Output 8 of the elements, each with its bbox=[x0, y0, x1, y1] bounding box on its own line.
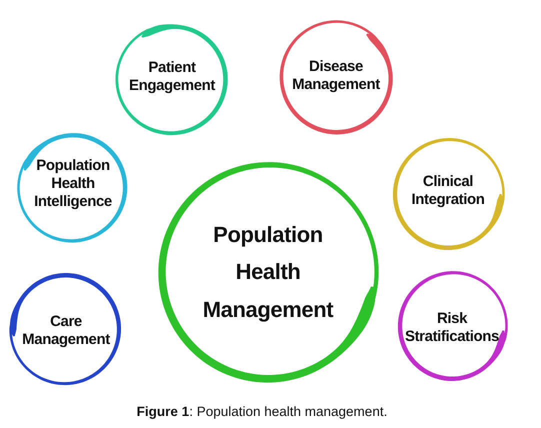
figure-caption: Figure 1: Population health management. bbox=[136, 404, 388, 419]
node-label: Population Health Intelligence bbox=[33, 157, 113, 211]
node-label: Clinical Integration bbox=[410, 173, 486, 209]
node-label: Population Health Management bbox=[202, 220, 334, 324]
node-label: Patient Engagement bbox=[128, 59, 216, 95]
node-label: Disease Management bbox=[291, 58, 381, 94]
node-label: Care Management bbox=[21, 313, 111, 349]
node-label: Risk Stratifications bbox=[404, 310, 500, 346]
